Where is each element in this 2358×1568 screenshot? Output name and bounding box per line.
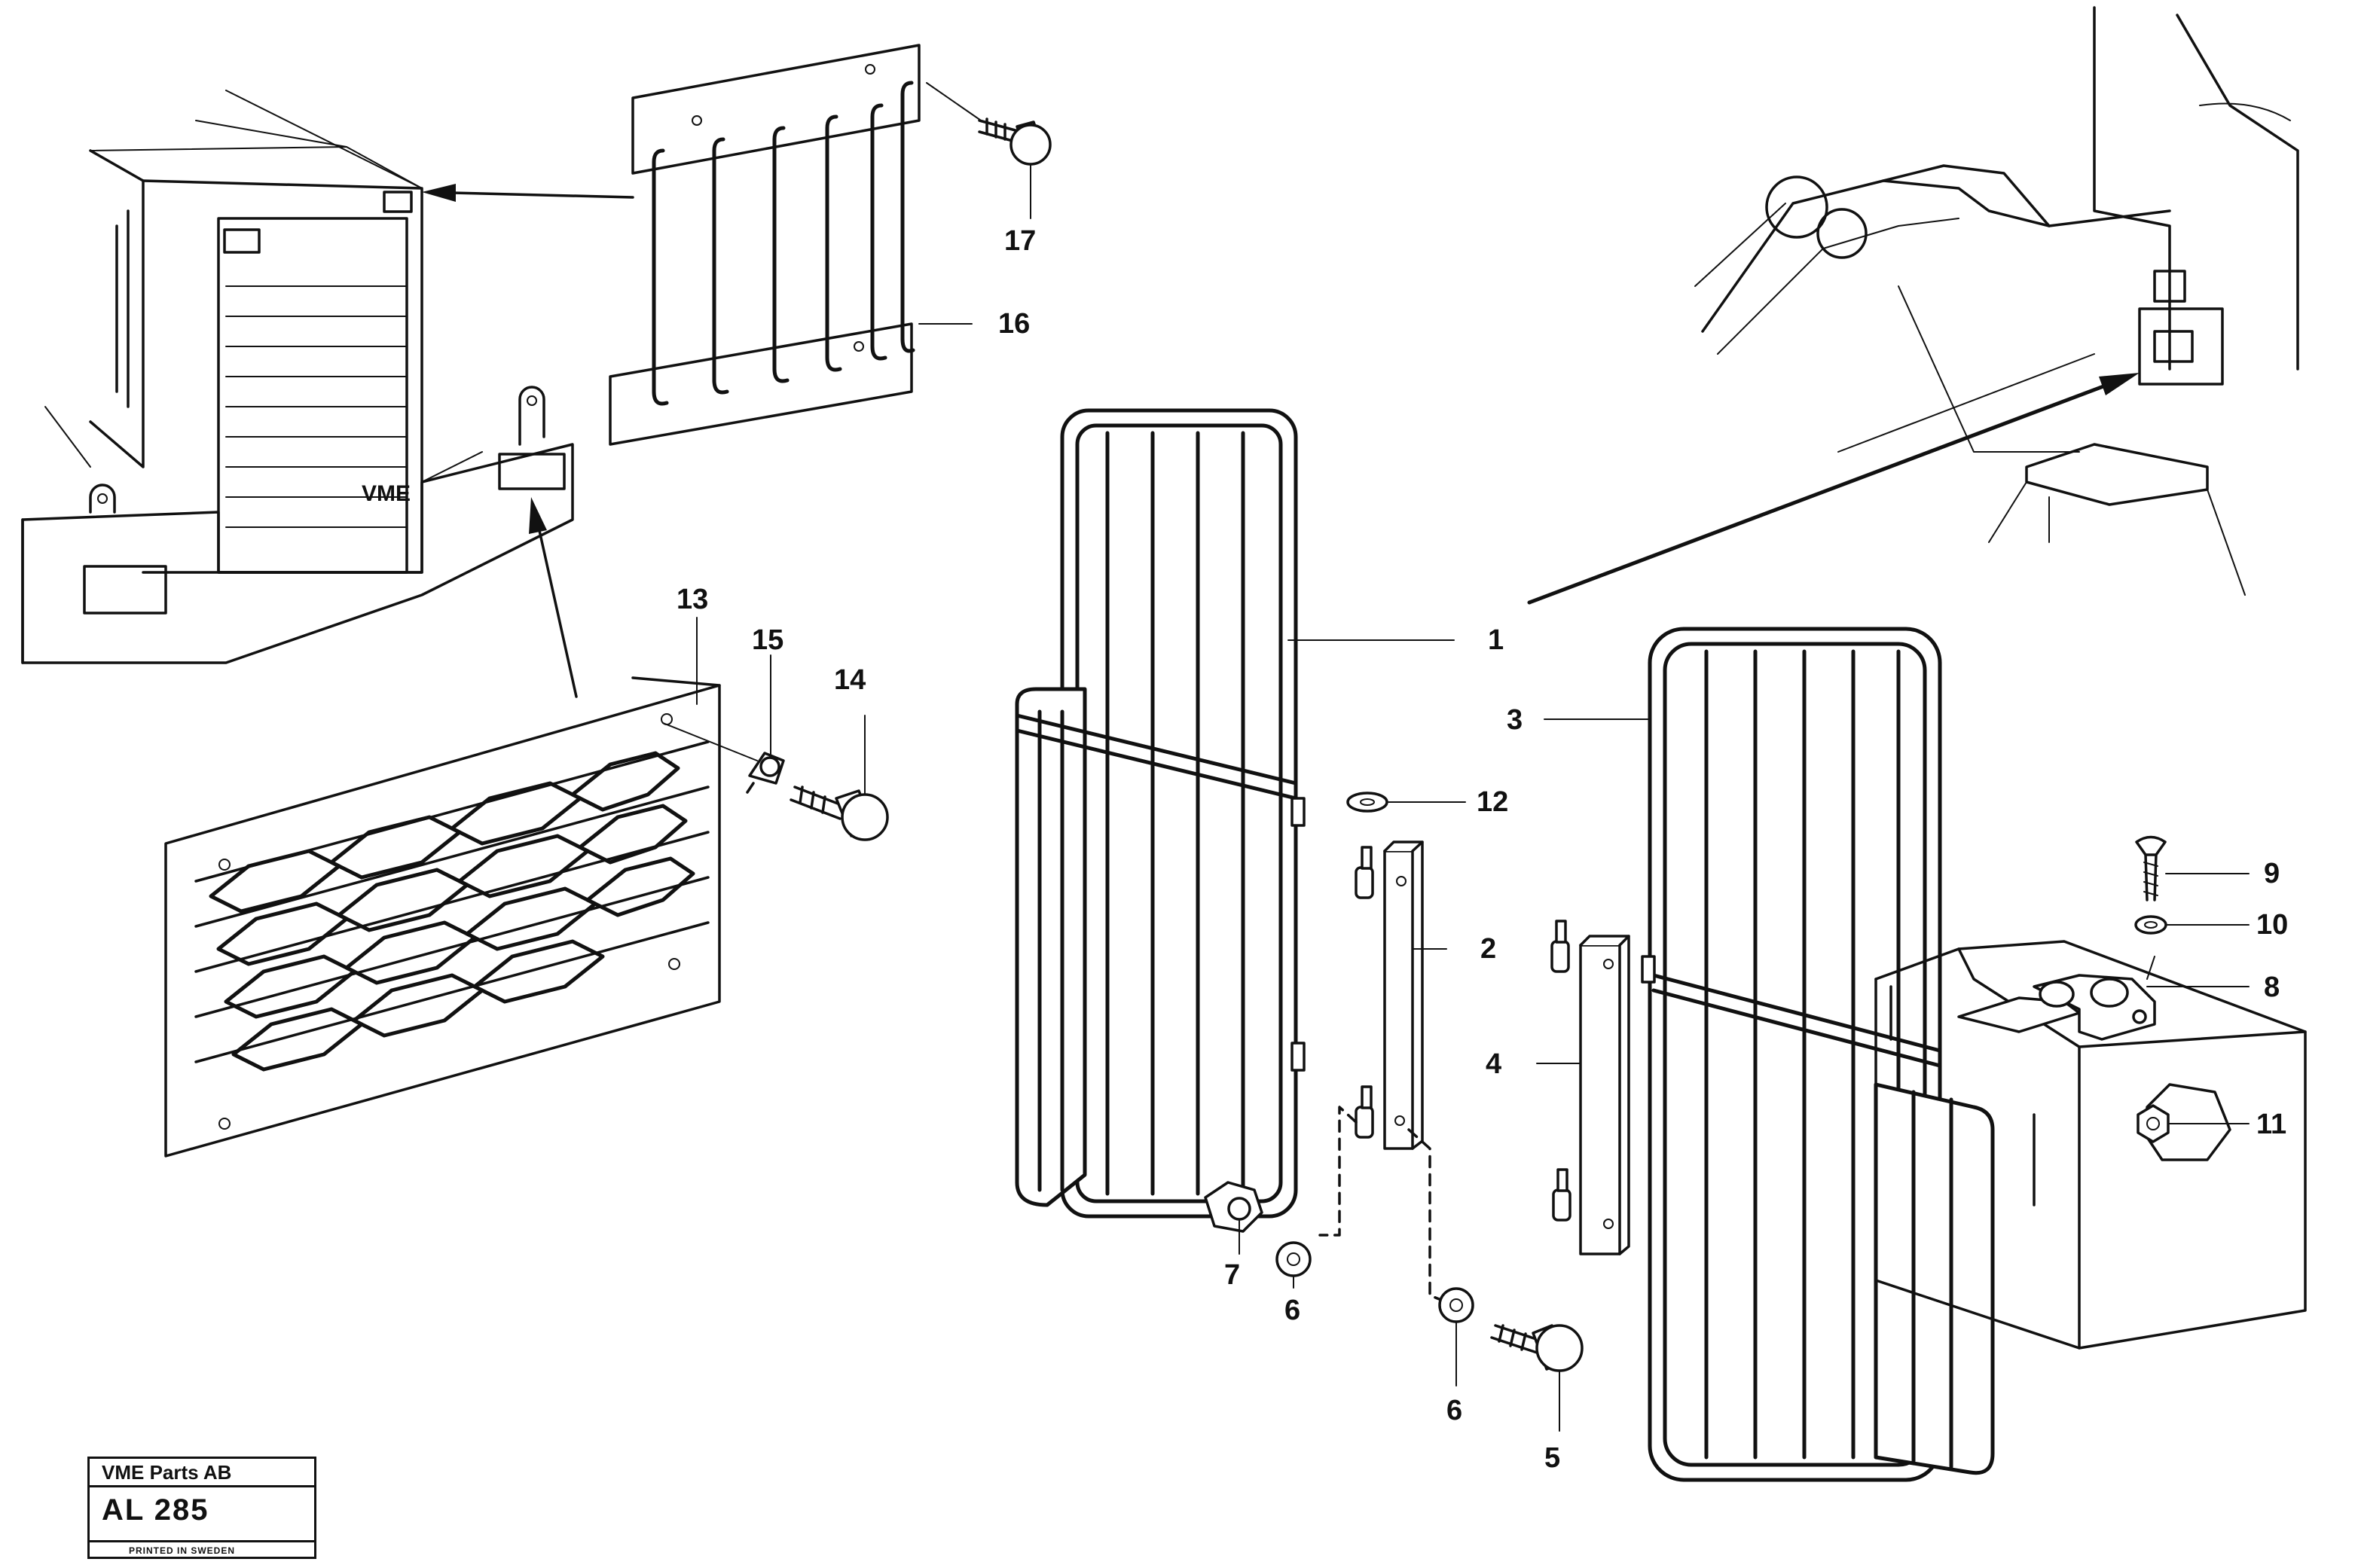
machine-front-illustration: VME <box>21 90 574 664</box>
part-2-hinge <box>1355 840 1424 1150</box>
arrow-13-to-counterweight <box>529 497 578 698</box>
part-11-nut <box>2137 1104 2170 1143</box>
part-16-rod-guard <box>609 44 921 446</box>
label-part-14: 14 <box>834 664 866 696</box>
part-6b-washer <box>1438 1287 1474 1323</box>
label-part-5: 5 <box>1544 1442 1560 1474</box>
label-part-6b: 6 <box>1446 1395 1462 1426</box>
part-number-labels: 1 2 3 4 5 6 6 7 8 9 10 11 12 13 14 15 16… <box>677 225 2288 1474</box>
label-part-11: 11 <box>2256 1109 2286 1140</box>
part-3-door-grille <box>1641 627 1995 1482</box>
part-6a-washer <box>1275 1241 1312 1277</box>
part-13-mesh-panel <box>164 676 721 1158</box>
part-4-hinge <box>1550 920 1630 1255</box>
part-5-bolt <box>1490 1324 1584 1372</box>
part-12-washer <box>1346 792 1388 813</box>
label-part-15: 15 <box>752 624 783 656</box>
part-17-bolt <box>926 82 1052 166</box>
part-14-bolt <box>790 786 889 841</box>
part-10-washer <box>2134 915 2167 935</box>
label-part-2: 2 <box>1480 933 1496 965</box>
label-part-4: 4 <box>1486 1048 1501 1080</box>
title-block-printed: PRINTED IN SWEDEN <box>90 1540 314 1559</box>
part-9-screw <box>2135 835 2167 901</box>
label-part-6a: 6 <box>1284 1295 1300 1326</box>
part-15-lock-washer <box>662 722 785 794</box>
loader-cab-illustration <box>1694 6 2299 596</box>
title-block-company: VME Parts AB <box>90 1459 314 1487</box>
label-part-12: 12 <box>1477 786 1508 818</box>
label-part-16: 16 <box>998 308 1030 340</box>
arrow-to-cab <box>1527 373 2140 605</box>
label-part-17: 17 <box>1004 225 1036 257</box>
leader-lines <box>696 163 2250 1432</box>
arrow-16-to-radiator <box>422 184 634 202</box>
label-part-8: 8 <box>2264 972 2280 1003</box>
title-block: VME Parts AB AL 285 PRINTED IN SWEDEN <box>87 1457 316 1559</box>
label-part-9: 9 <box>2264 858 2280 889</box>
title-block-code: AL 285 <box>102 1493 209 1527</box>
label-part-3: 3 <box>1507 704 1523 736</box>
part-8-latch <box>1957 956 2156 1041</box>
svg-text:VME: VME <box>362 481 411 506</box>
label-part-7: 7 <box>1224 1259 1240 1291</box>
label-part-13: 13 <box>677 584 708 615</box>
label-part-10: 10 <box>2256 909 2288 941</box>
part-1-door-grille <box>1015 408 1306 1219</box>
label-part-1: 1 <box>1488 624 1504 656</box>
